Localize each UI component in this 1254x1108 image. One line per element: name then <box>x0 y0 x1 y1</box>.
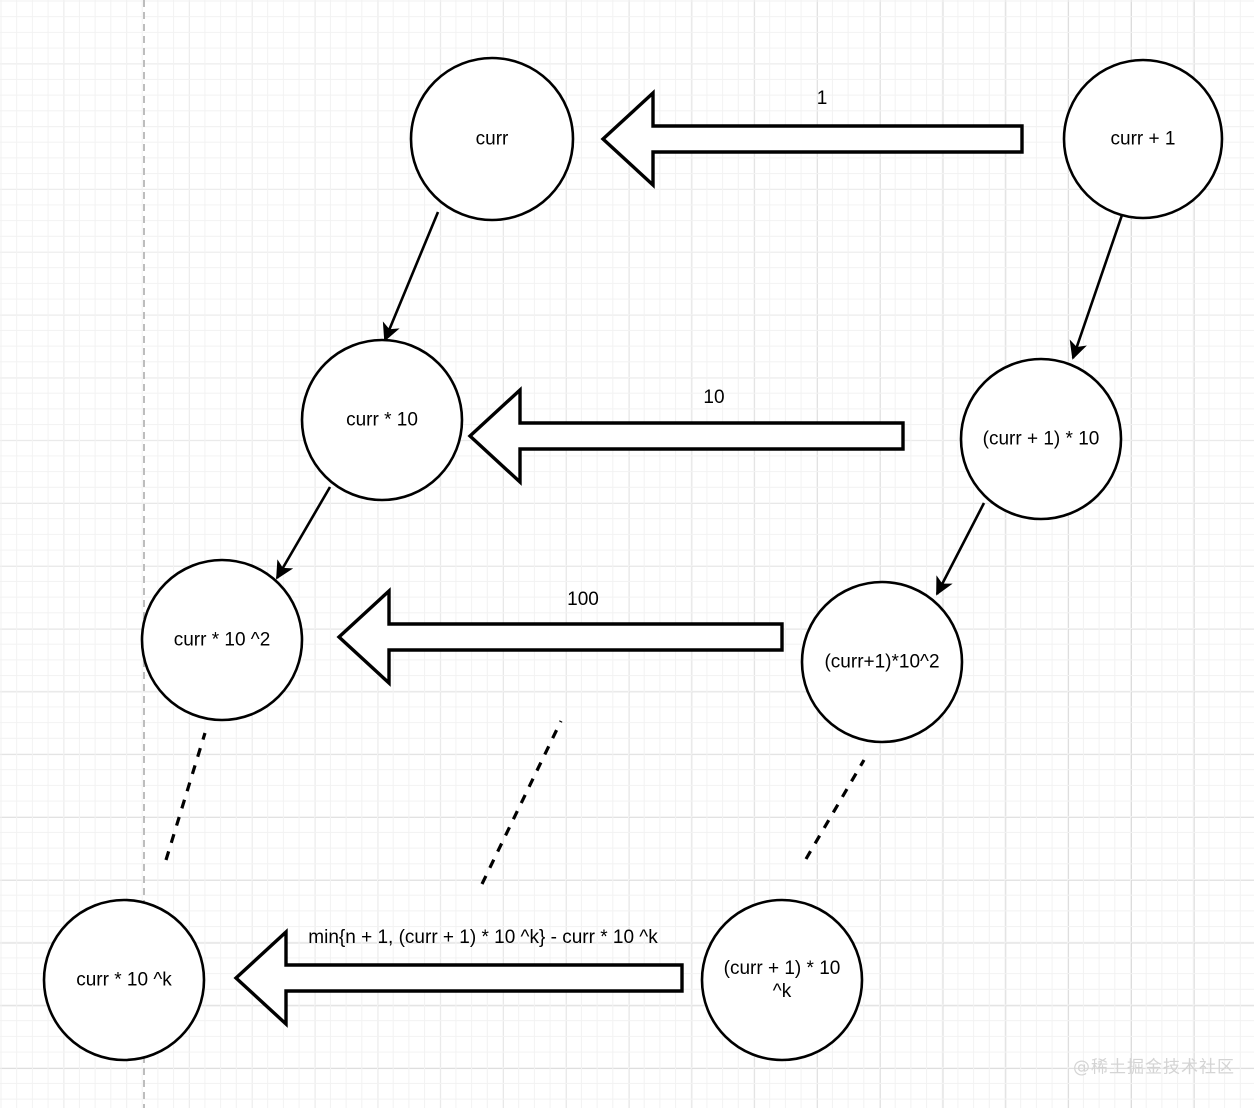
dashed-middle <box>480 720 563 885</box>
dashed-right <box>804 759 866 860</box>
arrow-10 <box>467 386 905 486</box>
edge-label-arrow-1: 1 <box>816 88 828 109</box>
connector-arrow-group <box>275 211 1124 596</box>
connector-curr-to-curr-x10 <box>382 211 440 342</box>
edge-label-arrow-100: 100 <box>567 589 599 610</box>
watermark: @稀土掘金技术社区 <box>1073 1057 1235 1078</box>
edge-label-arrow-min: min{n + 1, (curr + 1) * 10 ^k} - curr * … <box>308 927 658 948</box>
edge-label-arrow-10: 10 <box>703 387 725 408</box>
connector-curr-plus-1-x10-to-10-2 <box>935 502 986 596</box>
node-circle-curr-x10[interactable] <box>300 338 464 502</box>
node-circle-group <box>42 56 1224 1062</box>
node-circle-curr-plus-1[interactable] <box>1062 58 1224 220</box>
node-circle-curr-plus-1-x10[interactable] <box>959 357 1123 521</box>
node-circle-curr[interactable] <box>409 56 575 222</box>
dashed-left <box>164 732 207 861</box>
arrow-100 <box>336 587 784 687</box>
dashed-continuation-lines <box>164 720 866 885</box>
node-circle-curr-plus-1-x10-2[interactable] <box>800 580 964 744</box>
connector-curr-plus-1-to-x10 <box>1069 214 1124 360</box>
connector-curr-x10-to-curr-x10-2 <box>275 486 332 580</box>
node-circle-curr-x10-k[interactable] <box>42 898 206 1062</box>
arrow-1 <box>600 89 1024 189</box>
node-circle-curr-x10-2[interactable] <box>140 558 304 722</box>
block-arrow-group <box>233 89 1024 1028</box>
arrow-min <box>233 928 684 1028</box>
node-circle-curr-plus-1-x10-k[interactable] <box>700 898 864 1062</box>
